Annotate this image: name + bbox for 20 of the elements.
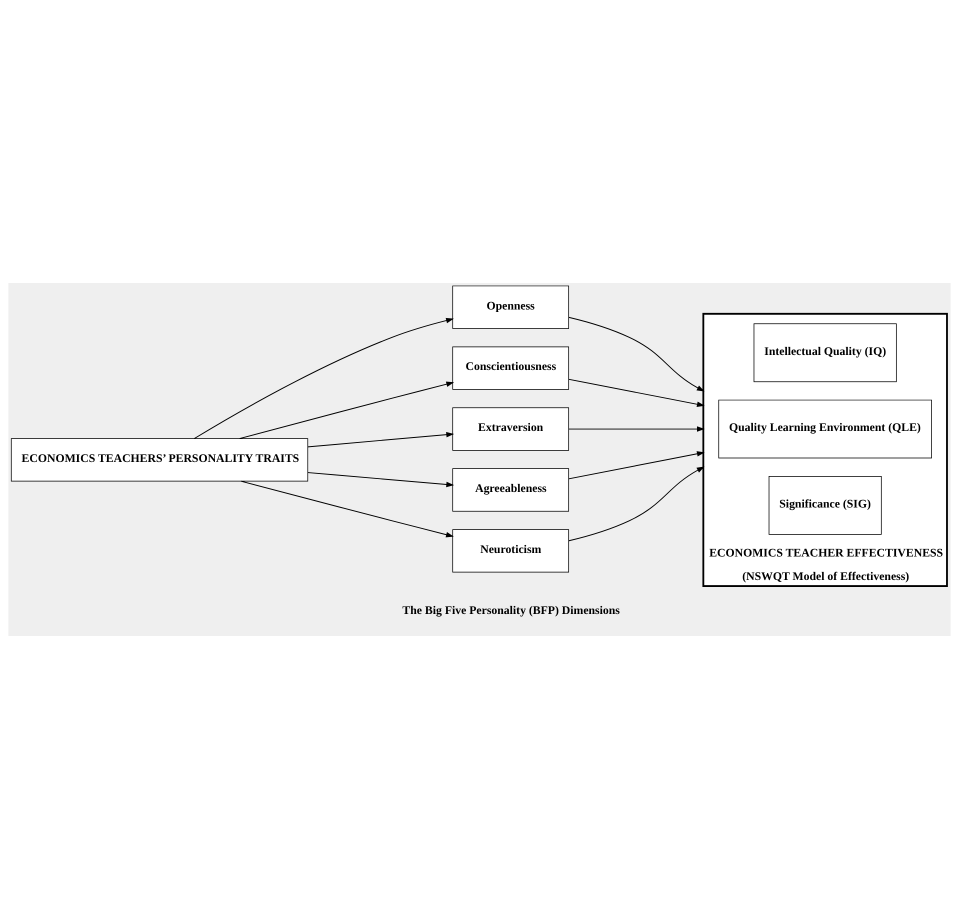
node-box: Conscientiousness: [452, 346, 570, 390]
arrow: [194, 318, 454, 439]
node-box: Extraversion: [452, 407, 570, 451]
node-box: Quality Learning Environment (QLE): [718, 400, 932, 458]
node-box: Intellectual Quality (IQ): [754, 323, 897, 382]
node-box: Openness: [452, 286, 570, 329]
label: The Big Five Personality (BFP) Dimensions: [402, 604, 620, 617]
arrow: [568, 451, 705, 480]
node-box: Agreeableness: [452, 468, 570, 512]
arrow: [240, 480, 454, 538]
arrow: [568, 316, 705, 392]
arrow: [307, 432, 454, 448]
arrow: [568, 466, 705, 542]
node-box: Significance (SIG): [768, 476, 882, 535]
arrow: [568, 378, 705, 407]
arrow: [568, 426, 705, 432]
arrow: [307, 472, 454, 488]
arrow: [239, 382, 454, 440]
node-box: ECONOMICS TEACHERS’ PERSONALITY TRAITS: [10, 438, 308, 482]
node-box: Neuroticism: [452, 529, 570, 573]
